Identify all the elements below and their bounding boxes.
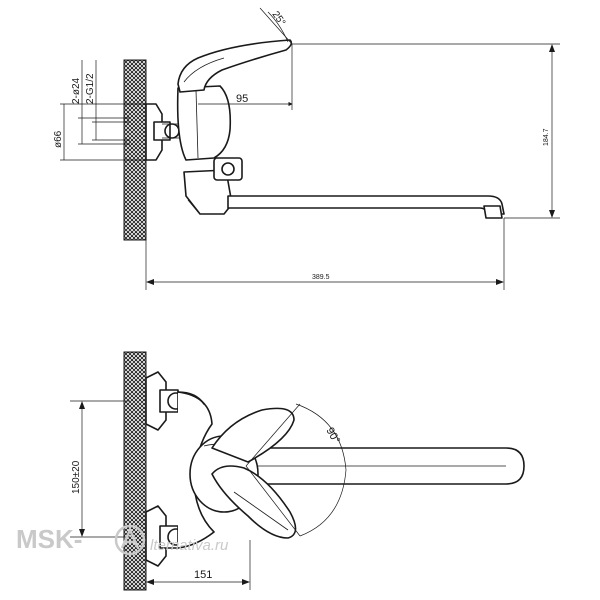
- watermark-brand: MSK-: [16, 524, 82, 554]
- watermark-logo-icon: [114, 524, 146, 556]
- handle-lever-top: [177, 39, 293, 93]
- handle-lever-bottom: [211, 407, 295, 463]
- dim-height-label: 184.7: [543, 128, 550, 146]
- diverter-knob-top: [213, 157, 243, 181]
- eccentric-lower: [145, 505, 167, 567]
- dim-spacing-label: 150±20: [71, 460, 82, 494]
- top-view: ø66 2-ø24 2-G1/2 95 25° 184.7 389.5: [53, 7, 560, 290]
- eccentric-upper: [145, 371, 167, 431]
- dim-depth-label: 151: [194, 569, 212, 581]
- wall-top: [123, 59, 147, 241]
- dim-handle-offset-label: 95: [236, 93, 248, 105]
- handle-lever-down: [211, 465, 297, 539]
- dim-angle-top-label: 25°: [270, 9, 288, 28]
- dim-width-label: 389.5: [312, 274, 330, 281]
- rotation-arc: [295, 403, 347, 537]
- dim-diam-inlet-label: 2-ø24: [71, 77, 82, 104]
- spout-aerator-top: [483, 205, 503, 219]
- watermark: MSK- lternativa.ru: [16, 524, 229, 556]
- watermark-suffix: lternativa.ru: [150, 537, 229, 554]
- bottom-view: 90° 150±20 151: [70, 351, 525, 591]
- dim-thread-label: 2-G1/2: [85, 73, 96, 104]
- dim-left-group: [60, 60, 146, 161]
- mixer-body-top: [176, 85, 232, 161]
- dim-diam-body-label: ø66: [53, 130, 64, 148]
- dim-angle-label: 90°: [323, 426, 342, 446]
- spout-top: [227, 195, 505, 215]
